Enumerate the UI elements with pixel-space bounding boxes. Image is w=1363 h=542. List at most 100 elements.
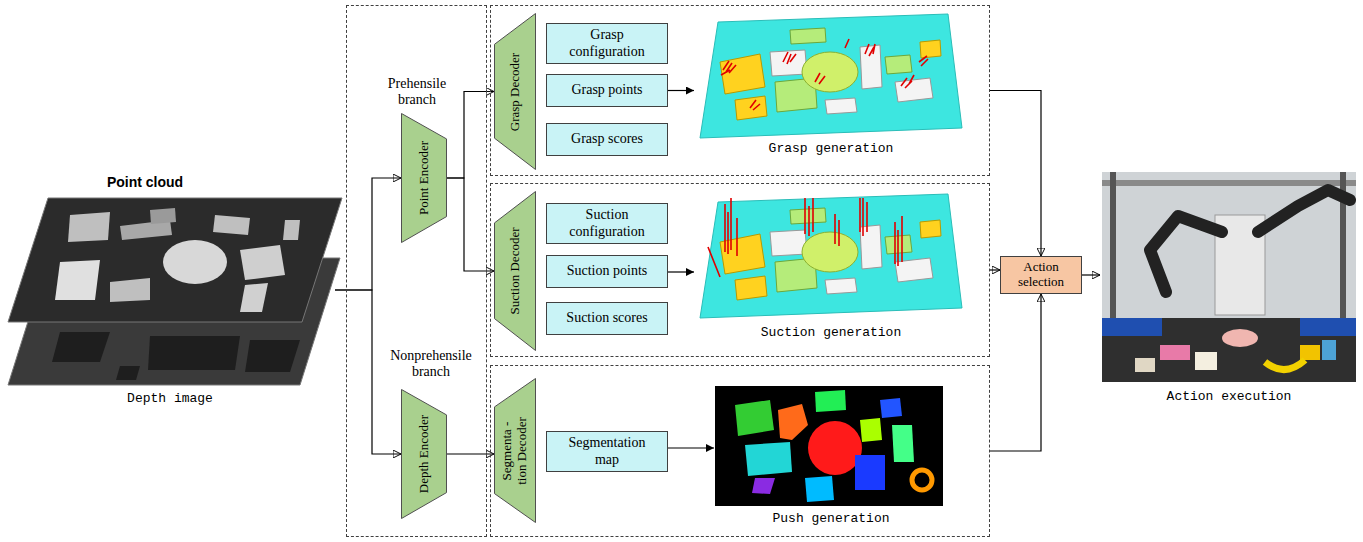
- point-cloud-layer: [150, 208, 176, 224]
- encoder-trapezoid: Depth Encoder: [401, 389, 447, 519]
- robot-photo: [1110, 172, 1116, 322]
- node-label: Segmenta -tion Decoder: [500, 417, 530, 485]
- point-cloud-layer: [8, 198, 342, 322]
- grasp-render: [721, 39, 928, 110]
- segmentation-render: [735, 400, 774, 436]
- connector-arrow: [990, 269, 1000, 270]
- segmentation-render: [745, 442, 792, 476]
- robot-photo: [1102, 172, 1356, 382]
- segmentation-render: [880, 398, 902, 418]
- branch-label: Nonprehensile branch: [379, 348, 483, 380]
- output-arrow: [667, 91, 714, 449]
- panel-caption: Push generation: [741, 512, 921, 527]
- robot-photo: [1265, 360, 1305, 370]
- output-panel: Grasp generation Grasp Decoder Grasp confi…: [490, 5, 990, 176]
- connector-arrow: [990, 294, 1041, 451]
- robot-photo: [1300, 318, 1356, 336]
- figure-caption: Action execution: [1144, 390, 1314, 405]
- robot-photo: [1258, 190, 1350, 232]
- robot-photo: [1135, 358, 1155, 372]
- segmentation-render: [855, 455, 885, 490]
- point-cloud-layer: [55, 260, 100, 300]
- decoder-trapezoid: Segmenta -tion Decoder: [494, 378, 536, 523]
- encoder-trapezoid: [402, 390, 447, 519]
- point-cloud-layer: [120, 220, 172, 240]
- decoder-trapezoid: [495, 14, 536, 170]
- encoder-trapezoid: [402, 114, 447, 243]
- connector-arrow: [1082, 274, 1100, 275]
- robot-photo: [1195, 352, 1217, 370]
- output-arrow: [667, 271, 694, 272]
- decoder-trapezoid: [495, 379, 536, 523]
- segmentation-render: [815, 390, 846, 412]
- output-panel: Push generation Segmenta -tion Decoder Seg…: [490, 365, 990, 537]
- decoder-trapezoid: Suction Decoder: [494, 191, 536, 351]
- node-label: Suction scores: [566, 310, 647, 326]
- output-arrow: [667, 447, 714, 448]
- robot-figure: Action execution: [1100, 168, 1358, 412]
- branch-label: Prehensile branch: [377, 76, 457, 108]
- robot-photo: [1102, 180, 1356, 186]
- output-box: Grasp points: [546, 74, 668, 107]
- robot-photo: [1160, 345, 1190, 360]
- node-label: Grasp points: [571, 82, 642, 98]
- connector-arrow: [990, 91, 1041, 257]
- node-label: Depth Encoder: [417, 415, 432, 494]
- point-cloud-layer: [163, 240, 227, 284]
- output-box: Grasp configuration: [546, 23, 668, 64]
- encoder-trapezoid: Point Encoder: [401, 113, 447, 243]
- decoder-trapezoid: Grasp Decoder: [494, 13, 536, 170]
- node-label: Grasp scores: [571, 131, 643, 147]
- suction-render: [700, 194, 962, 318]
- output-panel: Suction generationSuction DecoderSuction…: [490, 183, 990, 357]
- node-label: Segmentation map: [556, 435, 658, 467]
- robot-photo: [1222, 329, 1258, 347]
- segmentation-render: [752, 478, 775, 494]
- output-box: Segmentation map: [546, 431, 668, 472]
- output-box: Suction scores: [546, 302, 668, 335]
- output-box: Suction points: [546, 255, 668, 288]
- node-label: Suction configuration: [556, 207, 658, 239]
- point-cloud-layer: [68, 212, 110, 242]
- robot-photo: [1322, 340, 1336, 360]
- segmentation-render: [805, 476, 834, 502]
- point-cloud-layer: [213, 215, 250, 235]
- connector-arrow: [335, 178, 401, 290]
- robot-photo: [1102, 318, 1356, 382]
- depth-image-layer: [52, 332, 110, 362]
- point-cloud-layer: [283, 220, 300, 240]
- suction-render: [708, 198, 902, 277]
- depth-image-layer: [116, 366, 140, 380]
- action-box: Action selection: [1000, 256, 1082, 294]
- depth-image-layer: [245, 340, 300, 372]
- segmentation-render: [715, 386, 943, 506]
- panel-caption: Grasp generation: [741, 142, 921, 157]
- connector-arrow: [335, 290, 401, 454]
- segmentation-render: [892, 425, 914, 462]
- input-figure: Point cloudDepth image: [5, 170, 335, 410]
- node-label: Grasp configuration: [556, 27, 658, 59]
- output-box: Grasp scores: [546, 123, 668, 156]
- figure-caption: Depth image: [85, 392, 255, 407]
- output-box: Suction configuration: [546, 203, 668, 244]
- node-label: Suction points: [567, 263, 648, 279]
- node-label: Suction Decoder: [508, 228, 523, 315]
- panel-caption: Suction generation: [741, 326, 921, 341]
- robot-photo: [1102, 318, 1162, 336]
- segmentation-render: [860, 418, 882, 442]
- scene-render: [700, 14, 962, 138]
- point-cloud-layer: [240, 283, 268, 312]
- segmentation-render: [715, 386, 943, 506]
- robot-photo: [1300, 345, 1320, 360]
- encoder-group: Prehensile branchNonprehensile branch Poi…: [346, 5, 487, 537]
- grasp-render: [700, 14, 962, 138]
- robot-photo: [1102, 172, 1356, 382]
- node-label: Grasp Decoder: [508, 52, 523, 131]
- segmentation-render: [778, 404, 808, 440]
- point-cloud-layer: [8, 198, 342, 322]
- depth-image-layer: [148, 336, 240, 370]
- node-label: Point Encoder: [417, 141, 432, 215]
- node-label: Action selection: [1005, 260, 1077, 290]
